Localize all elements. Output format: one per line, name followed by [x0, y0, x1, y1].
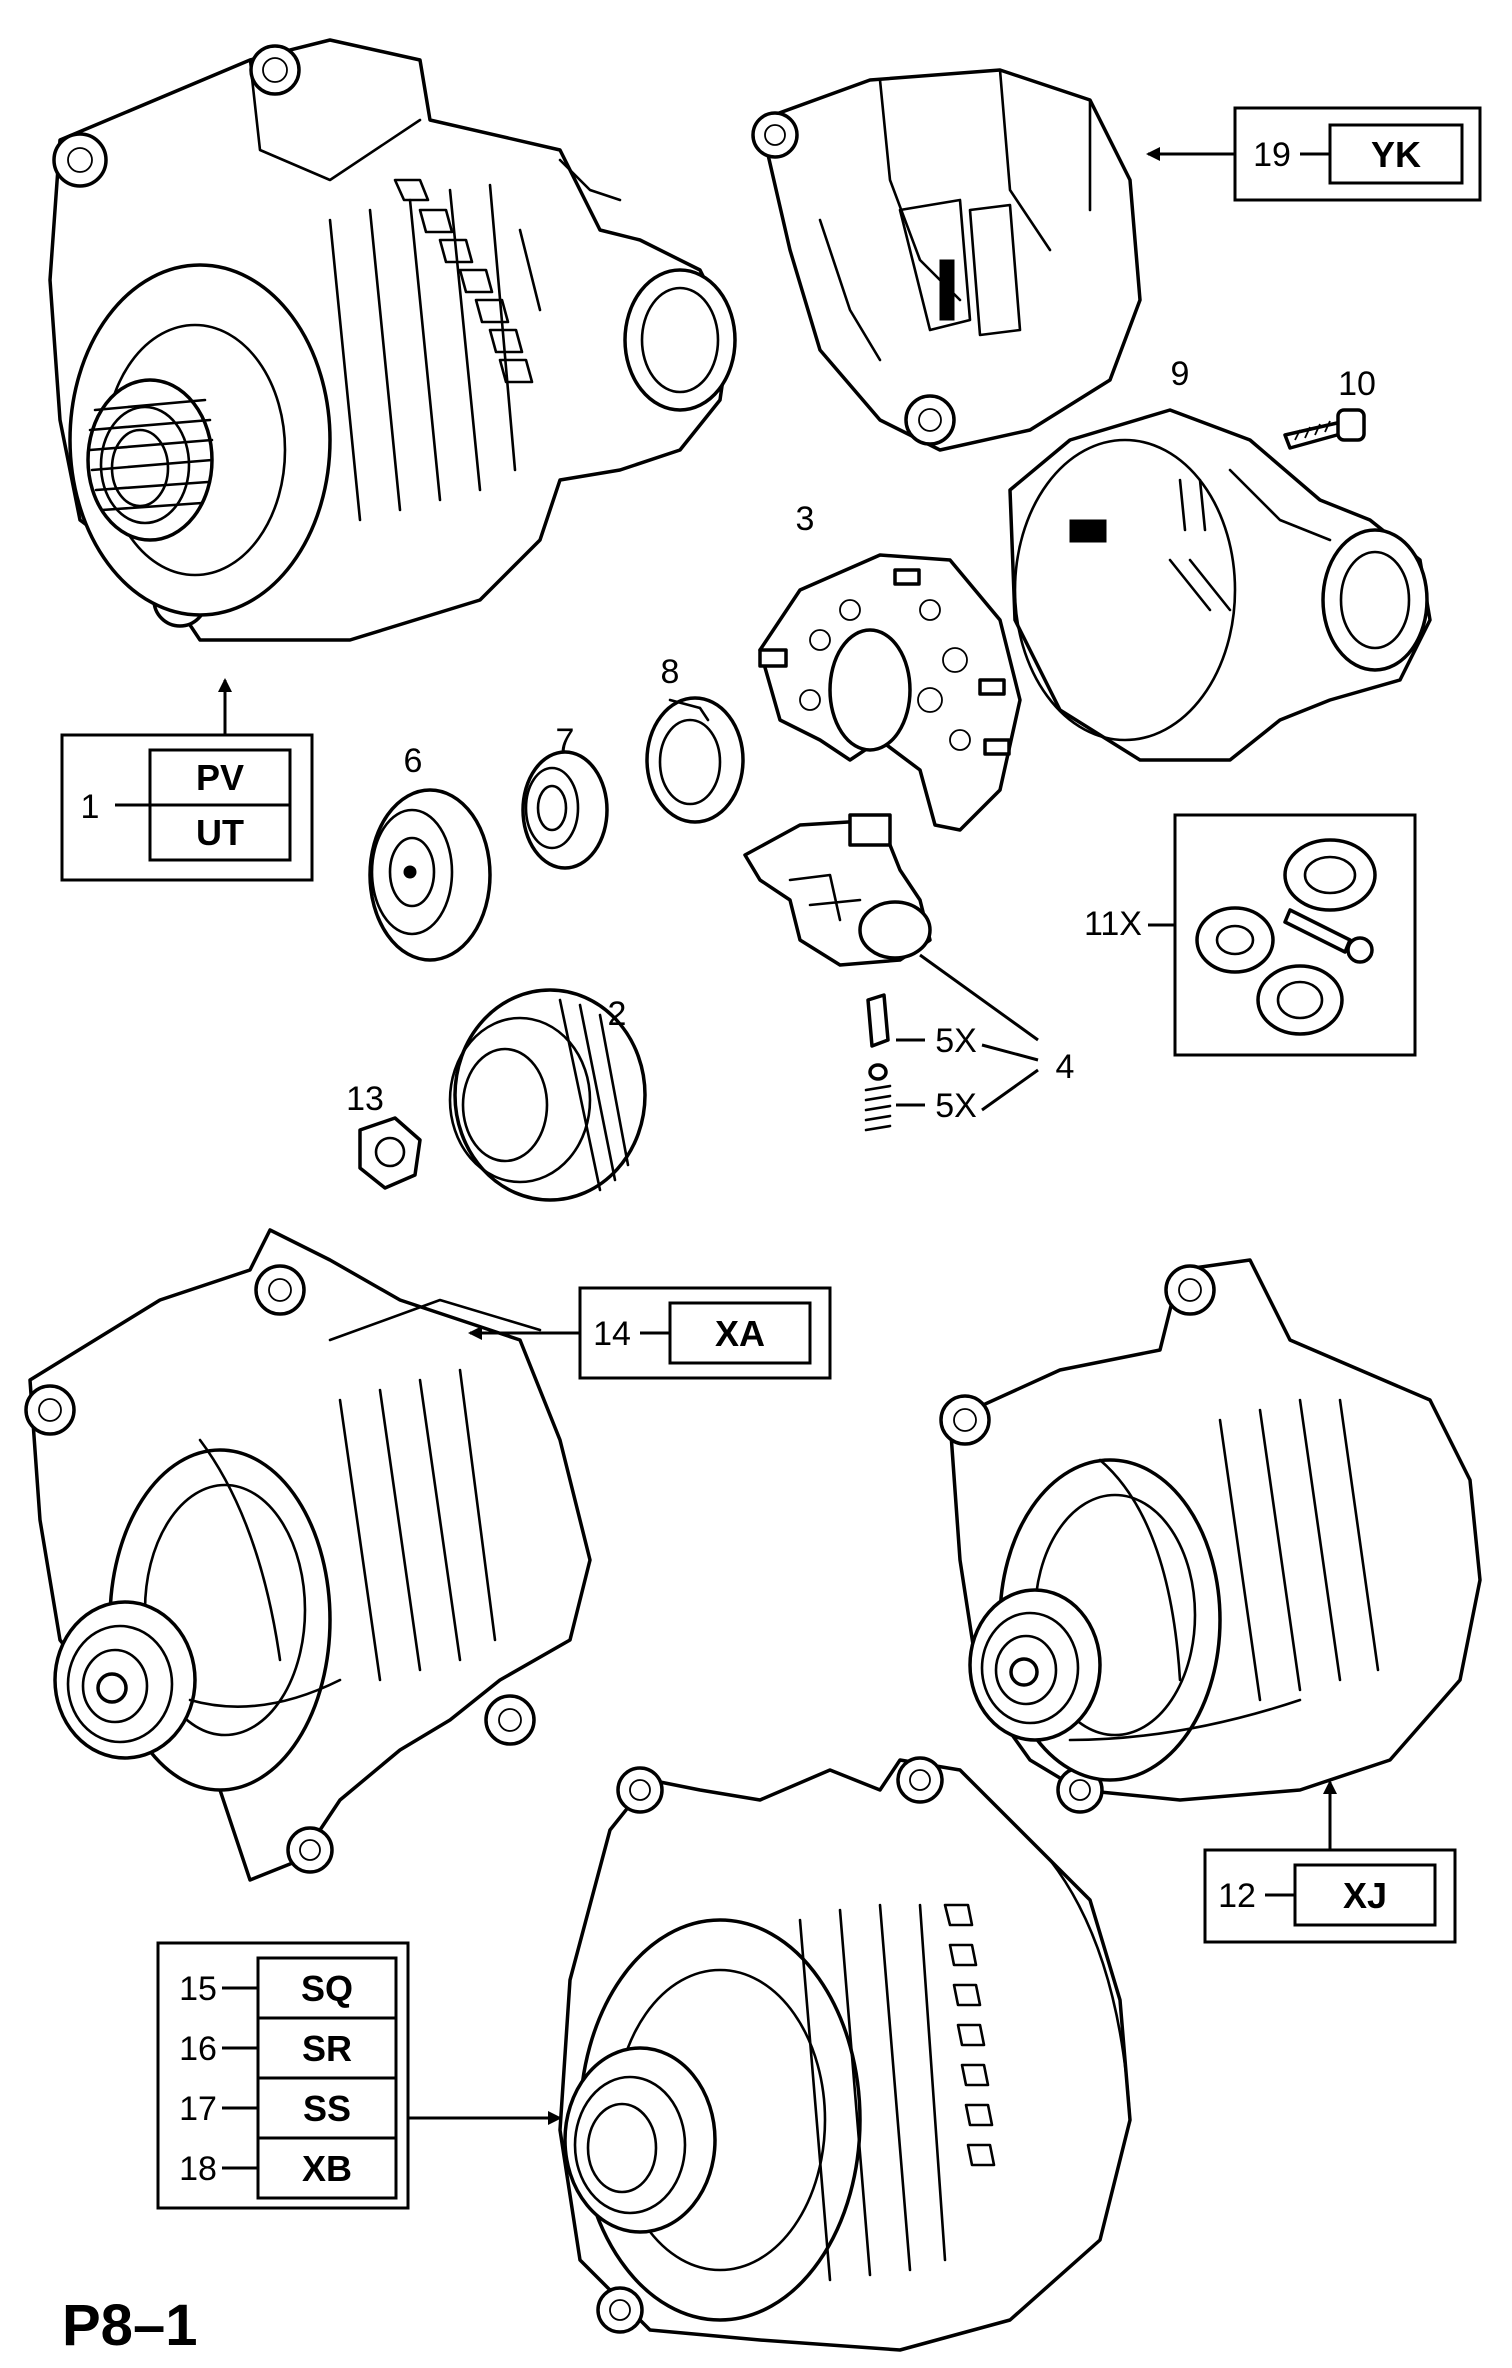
rear-cover[interactable]: [1008, 408, 1432, 762]
code-sr: SR: [302, 2028, 352, 2069]
code-xj: XJ: [1343, 1875, 1387, 1916]
label-5x-spring: 5X: [935, 1087, 977, 1125]
label-2: 2: [608, 995, 627, 1033]
callout-alternator-xa: 14 XA: [468, 1286, 832, 1380]
label-12: 12: [1218, 1877, 1256, 1915]
label-11x: 11X: [1084, 905, 1142, 943]
code-sq: SQ: [301, 1968, 353, 2009]
carbon-brush[interactable]: [866, 993, 890, 1048]
callout-rear-housing-yk: 19 YK: [1146, 106, 1482, 202]
label-9: 9: [1171, 355, 1190, 393]
callout-regulator: 4 5X 5X: [896, 953, 1075, 1125]
label-16: 16: [179, 2030, 217, 2068]
alternator-xj[interactable]: [939, 1258, 1482, 1814]
callout-alternator-xj: 12 XJ: [1203, 1780, 1457, 1944]
bearing-small[interactable]: [521, 750, 609, 870]
pulley[interactable]: [448, 988, 647, 1202]
label-1: 1: [81, 788, 100, 826]
label-15: 15: [179, 1970, 217, 2008]
label-17: 17: [179, 2090, 217, 2128]
callout-alternator-group: 15 16 17 18 SQ SR SS XB: [156, 1941, 562, 2210]
label-6: 6: [404, 742, 423, 780]
code-yk: YK: [1371, 134, 1421, 175]
pulley-nut[interactable]: [358, 1116, 422, 1190]
label-19: 19: [1253, 136, 1291, 174]
rear-housing-yk[interactable]: [751, 68, 1142, 452]
label-5x-brush: 5X: [935, 1022, 977, 1060]
alternator-sq-sr-ss-xb[interactable]: [558, 1756, 1132, 2352]
bearing-large[interactable]: [368, 788, 492, 962]
alternator-xa[interactable]: [24, 1228, 592, 1882]
label-8: 8: [661, 653, 680, 691]
label-13: 13: [346, 1080, 384, 1118]
page-reference: P8–1: [62, 2293, 197, 2358]
code-ut: UT: [196, 812, 244, 853]
bearing-ring[interactable]: [645, 696, 745, 824]
alternator-pv-ut[interactable]: [48, 38, 737, 642]
label-7: 7: [556, 722, 575, 760]
label-3: 3: [796, 500, 815, 538]
voltage-regulator[interactable]: [743, 813, 932, 967]
code-xa: XA: [715, 1313, 765, 1354]
code-xb: XB: [302, 2148, 352, 2189]
callout-alternator-pv-ut: 1 PV UT: [60, 678, 314, 882]
label-14: 14: [593, 1315, 631, 1353]
rectifier-plate[interactable]: [758, 553, 1022, 832]
callout-kit: 11X: [1084, 905, 1175, 943]
code-ss: SS: [303, 2088, 351, 2129]
code-pv: PV: [196, 757, 244, 798]
label-10: 10: [1338, 365, 1376, 403]
label-4: 4: [1056, 1048, 1075, 1086]
label-18: 18: [179, 2150, 217, 2188]
kit-box[interactable]: [1173, 813, 1417, 1057]
cover-screw[interactable]: [1283, 408, 1366, 450]
brush-spring[interactable]: [864, 1063, 892, 1132]
